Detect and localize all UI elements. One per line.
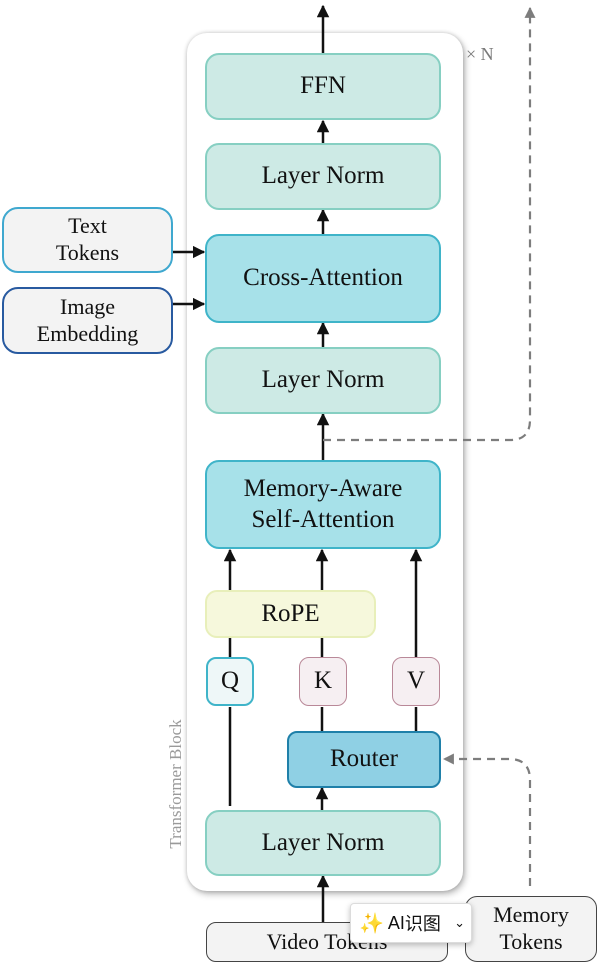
memory-attention-line1: Memory-Aware — [243, 475, 403, 502]
ai-widget-label-latin: AI — [387, 912, 405, 933]
memory-tokens-line2: Tokens — [499, 929, 563, 954]
router-block: Router — [287, 731, 441, 788]
ai-widget-label-cjk: 识图 — [404, 914, 441, 935]
key-box: K — [299, 657, 347, 706]
ffn-block: FFN — [205, 53, 441, 120]
rope-block: RoPE — [205, 590, 376, 638]
text-tokens-line2: Tokens — [55, 240, 120, 265]
transformer-block-label-text: Transformer Block — [166, 719, 185, 849]
memory-tokens-line1: Memory — [493, 902, 569, 928]
memory-attention-line2: Self-Attention — [251, 505, 395, 533]
dashed-memory-input — [442, 753, 532, 886]
ai-image-recognition-button[interactable]: ✨ AI 识图 ⌄ — [350, 903, 472, 943]
image-embedding-line2: Embedding — [36, 320, 139, 346]
image-embedding-line1: Image — [60, 293, 115, 319]
image-embedding-input: Image Embedding — [2, 287, 173, 354]
memory-tokens-input: Memory Tokens — [465, 896, 597, 962]
memory-aware-self-attention-block: Memory-Aware Self-Attention — [205, 460, 441, 549]
cross-attention-block: Cross-Attention — [205, 234, 441, 323]
cross-attention-label: Cross-Attention — [243, 264, 403, 292]
text-tokens-line1: Text — [68, 213, 107, 239]
repeat-count-label: × N — [466, 44, 494, 64]
layer-norm-mid: Layer Norm — [205, 347, 441, 414]
layer-norm-bottom: Layer Norm — [205, 810, 441, 876]
value-box: V — [392, 657, 440, 706]
query-box: Q — [206, 657, 254, 706]
ai-sparkle-icon: ✨ — [359, 912, 384, 935]
layer-norm-top: Layer Norm — [205, 143, 441, 210]
dashed-memory-output — [323, 6, 536, 442]
text-tokens-input: Text Tokens — [2, 207, 173, 273]
chevron-down-icon[interactable]: ⌄ — [454, 915, 465, 930]
